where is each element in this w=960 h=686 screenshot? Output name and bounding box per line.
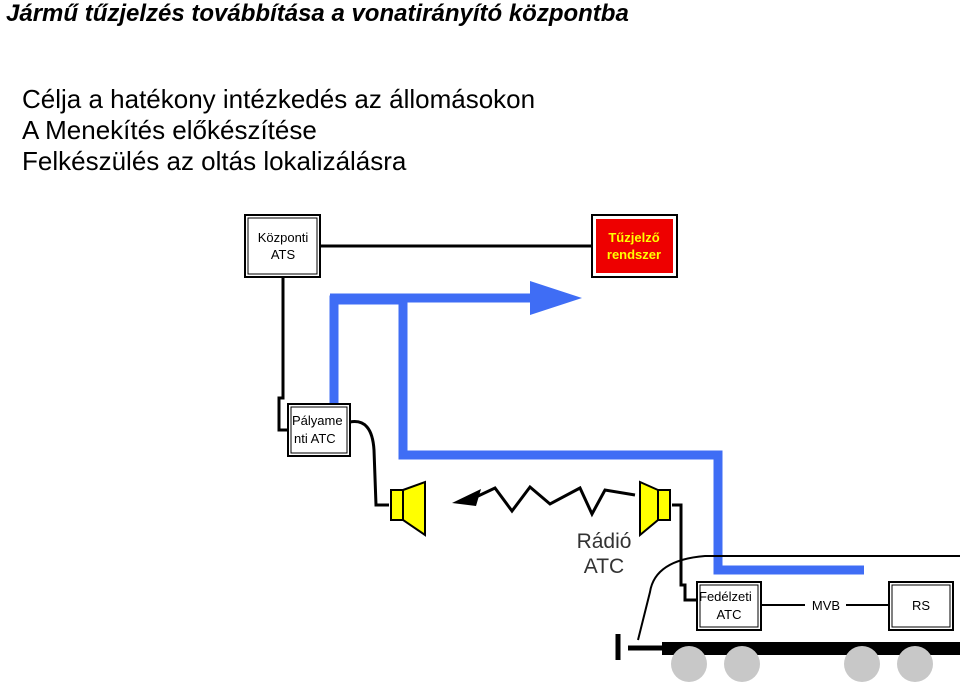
train-body — [637, 555, 960, 641]
radio-label-line1: Rádió — [577, 530, 632, 553]
track-atc-line2: nti ATC — [294, 431, 336, 446]
radio-wave-arrowhead — [452, 489, 481, 506]
wheel — [897, 646, 933, 682]
wheel — [671, 646, 707, 682]
antenna-to-onboard-line — [672, 503, 697, 602]
signal-arrow-head — [530, 281, 582, 315]
slide-title: Jármű tűzjelzés továbbítása a vonatirány… — [6, 0, 629, 27]
radio-label-line2: ATC — [584, 555, 624, 578]
bullet-list: Célja a hatékony intézkedés az állomások… — [22, 84, 535, 177]
rs-label: RS — [912, 598, 930, 613]
bullet-item: A Menekítés előkészítése — [22, 115, 317, 145]
bullet-item: Célja a hatékony intézkedés az állomások… — [22, 84, 536, 114]
fire-alarm-line2: rendszer — [607, 247, 661, 262]
ats-to-track-line — [277, 277, 288, 432]
fire-alarm-line1: Tűzjelző — [608, 230, 659, 245]
onboard-atc-box: Fedélzeti ATC — [696, 581, 762, 631]
mvb-label: MVB — [812, 598, 840, 613]
wheel — [724, 646, 760, 682]
central-ats-line1: Központi — [258, 230, 309, 245]
track-atc-line1: Pályame — [292, 413, 343, 428]
radio-wave — [475, 484, 636, 518]
onboard-atc-line1: Fedélzeti — [699, 589, 752, 604]
wheel — [844, 646, 880, 682]
track-antenna-icon — [390, 480, 426, 537]
track-to-antenna-line — [349, 420, 389, 507]
fire-alarm-box: Tűzjelző rendszer — [591, 214, 678, 278]
track-atc-box: Pályame nti ATC — [287, 403, 351, 457]
onboard-antenna-icon — [639, 480, 671, 538]
onboard-atc-line2: ATC — [716, 607, 741, 622]
bullet-item: Felkészülés az oltás lokalizálásra — [22, 146, 407, 176]
central-ats-box: Központi ATS — [244, 214, 321, 278]
central-ats-line2: ATS — [271, 247, 296, 262]
rs-box: RS — [888, 581, 954, 631]
